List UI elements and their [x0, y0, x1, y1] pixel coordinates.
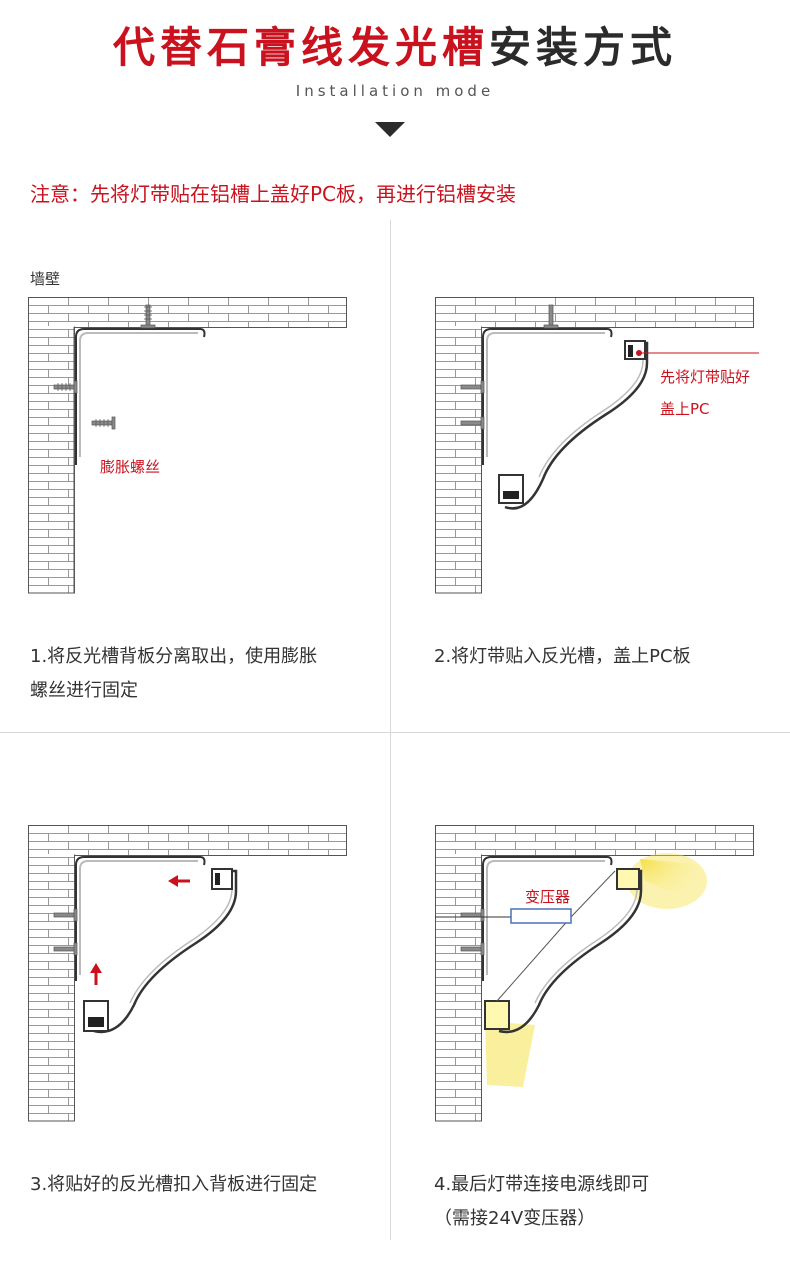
- page-subtitle: Installation mode: [295, 82, 495, 100]
- tape-label-line2: 盖上PC: [660, 400, 710, 418]
- diagram-step-2: [435, 297, 759, 594]
- diagram-step-1: [28, 297, 347, 594]
- screw-label: 膨胀螺丝: [100, 458, 161, 476]
- divider-horizontal: [0, 732, 790, 733]
- tape-label-line1: 先将灯带贴好: [660, 368, 751, 386]
- diagram-step-3: [28, 825, 347, 1122]
- screw-icon: [91, 416, 116, 430]
- divider-vertical: [390, 220, 391, 1240]
- step-1-caption-line2: 螺丝进行固定: [30, 680, 138, 701]
- down-triangle-icon: [375, 122, 405, 137]
- title-red-part: 代替石膏线发光槽: [112, 23, 489, 72]
- led-strip-lower: [484, 1000, 510, 1030]
- transformer-box: [510, 908, 572, 924]
- step-1-caption-line1: 1.将反光槽背板分离取出，使用膨胀: [30, 646, 318, 667]
- light-glow-upper: [640, 859, 705, 905]
- step-3-caption: 3.将贴好的反光槽扣入背板进行固定: [30, 1174, 318, 1195]
- ceiling-brick: [28, 297, 347, 328]
- screw-icon: [53, 380, 78, 394]
- transformer-label: 变压器: [525, 888, 571, 906]
- install-note: 注意：先将灯带贴在铝槽上盖好PC板，再进行铝槽安装: [30, 182, 517, 206]
- backplate: [75, 328, 206, 465]
- led-strip-upper: [616, 868, 640, 890]
- step-4-caption-line1: 4.最后灯带连接电源线即可: [434, 1174, 650, 1195]
- wall-brick: [28, 326, 75, 594]
- page-title: 代替石膏线发光槽安装方式: [0, 22, 790, 74]
- step-4-caption-line2: （需接24V变压器）: [434, 1208, 596, 1229]
- channel-profile: [504, 341, 649, 510]
- light-glow-lower: [485, 1021, 535, 1087]
- step-2-caption: 2.将灯带贴入反光槽，盖上PC板: [434, 646, 691, 667]
- title-dark-part: 安装方式: [489, 23, 678, 72]
- screw-icon: [140, 304, 156, 329]
- diagram-step-4: [435, 825, 754, 1122]
- wall-label: 墙壁: [30, 270, 61, 288]
